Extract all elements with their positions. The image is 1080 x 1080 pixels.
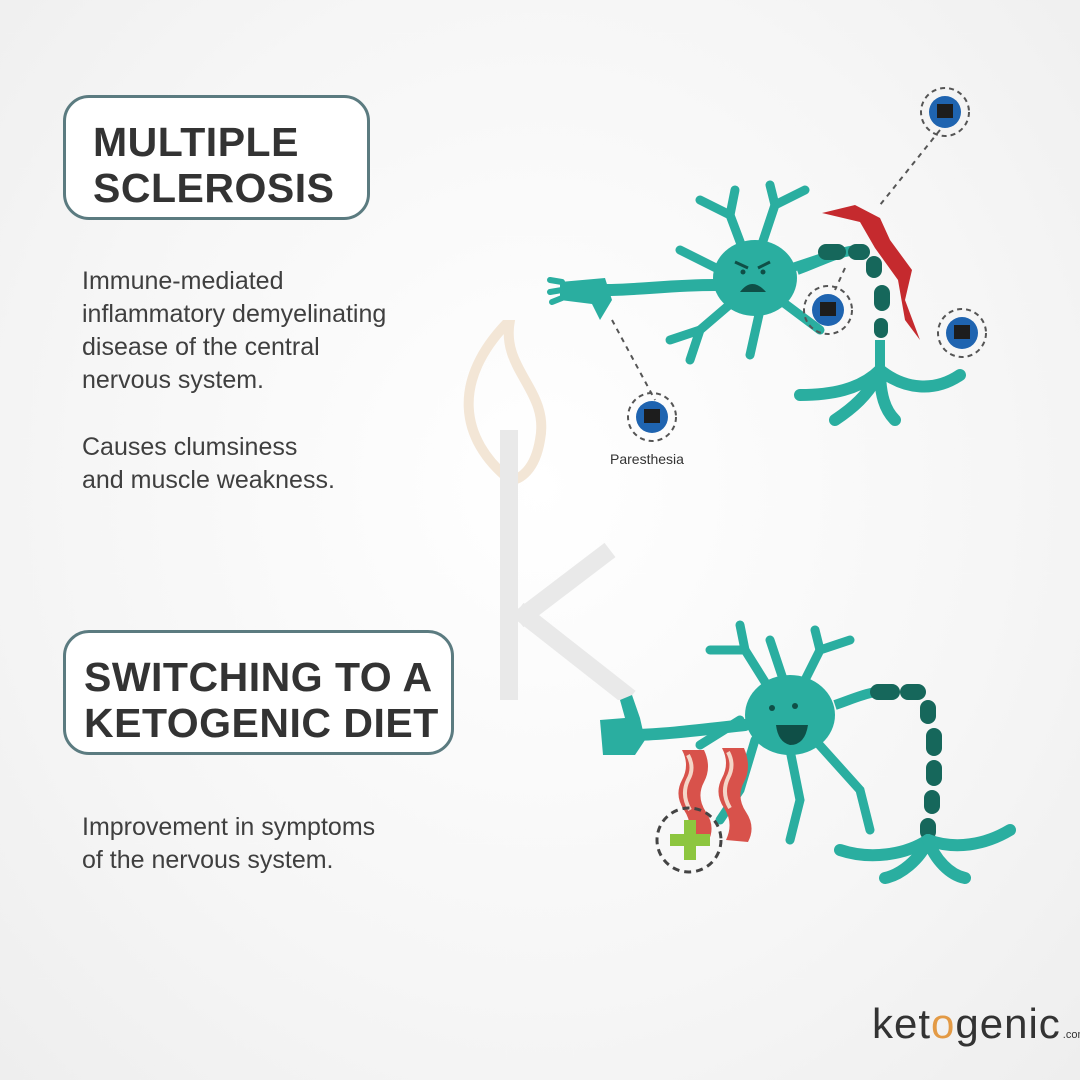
- plus-icon: [655, 806, 723, 874]
- logo-drop: o: [931, 1000, 956, 1047]
- paresthesia-label: Paresthesia: [610, 451, 684, 467]
- neuron-icon: [600, 620, 1016, 884]
- logo-text: ket: [872, 1000, 932, 1047]
- logo-suffix: .com: [1062, 1029, 1080, 1041]
- ms-symptoms: Causes clumsiness and muscle weakness.: [82, 431, 335, 497]
- keto-description: Improvement in symptoms of the nervous s…: [82, 811, 375, 877]
- title-line: SCLEROSIS: [93, 165, 335, 211]
- section-title-multiple-sclerosis: MULTIPLE SCLEROSIS: [63, 95, 370, 220]
- desc-line: nervous system.: [82, 366, 265, 394]
- ms-description: Immune-mediated inflammatory demyelinati…: [82, 265, 386, 397]
- desc-line: Immune-mediated: [82, 267, 284, 295]
- desc-line: Causes clumsiness: [82, 433, 298, 461]
- virus-icon: [627, 392, 677, 442]
- virus-icon: [920, 87, 970, 137]
- title-line: MULTIPLE: [93, 119, 299, 165]
- ketogenic-logo: ketogenic.com: [872, 1000, 1080, 1048]
- desc-line: disease of the central: [82, 333, 320, 361]
- section-title-ketogenic-diet: SWITCHING TO A KETOGENIC DIET: [63, 630, 454, 755]
- virus-icon: [803, 285, 853, 335]
- desc-line: inflammatory demyelinating: [82, 300, 387, 328]
- logo-text: genic: [955, 1000, 1061, 1047]
- lightning-icon: [822, 205, 920, 340]
- title-line: KETOGENIC DIET: [84, 700, 439, 746]
- desc-line: Improvement in symptoms: [82, 813, 376, 841]
- bacon-icon: [678, 748, 752, 842]
- title-line: SWITCHING TO A: [84, 654, 433, 700]
- k-watermark-icon: [463, 320, 636, 700]
- desc-line: and muscle weakness.: [82, 466, 335, 494]
- desc-line: of the nervous system.: [82, 846, 334, 874]
- virus-icon: [937, 308, 987, 358]
- neuron-icon: [547, 180, 966, 426]
